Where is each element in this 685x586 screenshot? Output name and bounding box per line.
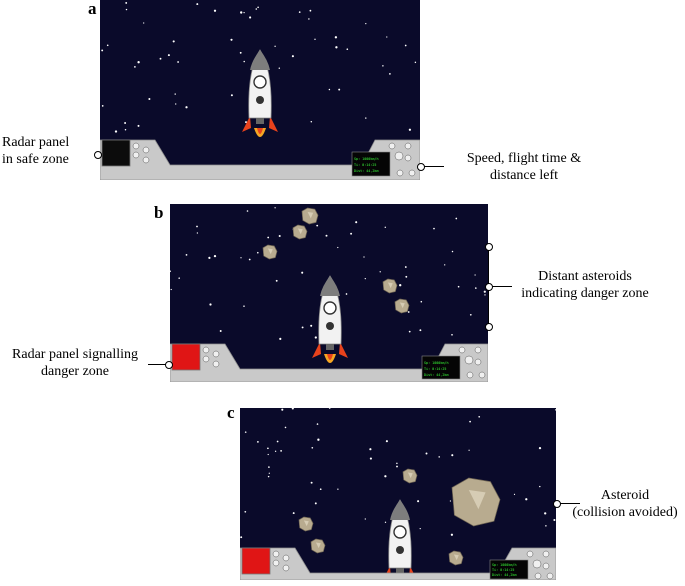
leader-line: [148, 364, 168, 365]
leader-dot: [485, 283, 493, 291]
panel-label-b: b: [154, 203, 164, 222]
star-field: [170, 207, 486, 340]
asteroid-icon: [301, 207, 319, 225]
gauge-icon: [202, 346, 486, 379]
leader-line: [424, 166, 444, 167]
scene-a-graphics: Sp: 1000km/h Ti: 0:14:25 Dist: 44,2km: [100, 1, 420, 180]
game-scene-b: Sp: 1000km/h Ti: 0:14:25 Dist: 44,2km: [170, 204, 488, 382]
panel-label-c: c: [227, 403, 235, 422]
gauge-icon: [132, 142, 416, 177]
svg-text:Ti: 0:14:25: Ti: 0:14:25: [424, 367, 446, 371]
dashboard: Sp: 1000km/h Ti: 0:14:25 Dist: 44,2km: [240, 547, 556, 580]
radar-screen-icon: [171, 343, 201, 371]
caption-radar-safe: Radar panel in safe zone: [2, 135, 70, 167]
asteroid-icon: [292, 224, 308, 240]
leader-dot: [485, 243, 493, 251]
leader-line: [560, 503, 580, 504]
asteroid-icon: [448, 550, 464, 566]
rocket-icon: [383, 499, 417, 580]
svg-text:Dist: 44,2km: Dist: 44,2km: [424, 373, 449, 377]
star-field: [101, 1, 417, 133]
rocket-icon: [312, 275, 348, 363]
radar-screen-icon: [241, 547, 271, 575]
asteroid-icon: [394, 298, 410, 314]
hud-readout: [421, 355, 461, 380]
asteroid-icon: [298, 516, 314, 532]
caption-hud-readout: Speed, flight time & distance left: [466, 151, 582, 183]
svg-text:Dist: 44,2km: Dist: 44,2km: [492, 573, 517, 577]
svg-text:Ti: 0:14:25: Ti: 0:14:25: [492, 568, 514, 572]
scene-b-graphics: Sp: 1000km/h Ti: 0:14:25 Dist: 44,2km: [170, 207, 488, 382]
svg-text:Sp: 1000km/h: Sp: 1000km/h: [354, 157, 379, 161]
caption-distant-asteroids: Distant asteroids indicating danger zone: [521, 269, 649, 301]
leader-dot: [94, 151, 102, 159]
gauge-icon: [272, 550, 554, 580]
asteroid-icon: [382, 278, 398, 294]
panel-label-a: a: [88, 0, 97, 18]
scene-c-graphics: Sp: 1000km/h Ti: 0:14:25 Dist: 44,2km: [240, 408, 556, 580]
game-scene-c: Sp: 1000km/h Ti: 0:14:25 Dist: 44,2km: [240, 408, 556, 580]
svg-text:Ti: 0:14:25: Ti: 0:14:25: [354, 163, 376, 167]
asteroid-icon: [310, 538, 326, 554]
asteroid-icon: [262, 244, 278, 260]
caption-radar-danger: Radar panel signalling danger zone: [12, 347, 138, 379]
caption-asteroid-avoided: Asteroid (collision avoided): [572, 488, 678, 520]
dashboard: Sp: 1000km/h Ti: 0:14:25 Dist: 44,2km: [100, 139, 420, 180]
rocket-icon: [242, 49, 278, 137]
hud-readout: [351, 151, 391, 177]
dashboard: Sp: 1000km/h Ti: 0:14:25 Dist: 44,2km: [170, 343, 488, 382]
asteroid-icon: [402, 468, 418, 484]
leader-line: [492, 286, 512, 287]
hud-readout: [489, 559, 529, 580]
leader-dot: [417, 163, 425, 171]
leader-dot: [485, 323, 493, 331]
svg-text:Sp: 1000km/h: Sp: 1000km/h: [492, 563, 517, 567]
svg-text:Dist: 44,2km: Dist: 44,2km: [354, 169, 379, 173]
asteroid-icon: [451, 477, 501, 527]
leader-dot: [165, 361, 173, 369]
leader-dot: [553, 500, 561, 508]
svg-text:Sp: 1000km/h: Sp: 1000km/h: [424, 361, 449, 365]
radar-screen-icon: [101, 139, 131, 167]
game-scene-a: Sp: 1000km/h Ti: 0:14:25 Dist: 44,2km: [100, 0, 420, 180]
